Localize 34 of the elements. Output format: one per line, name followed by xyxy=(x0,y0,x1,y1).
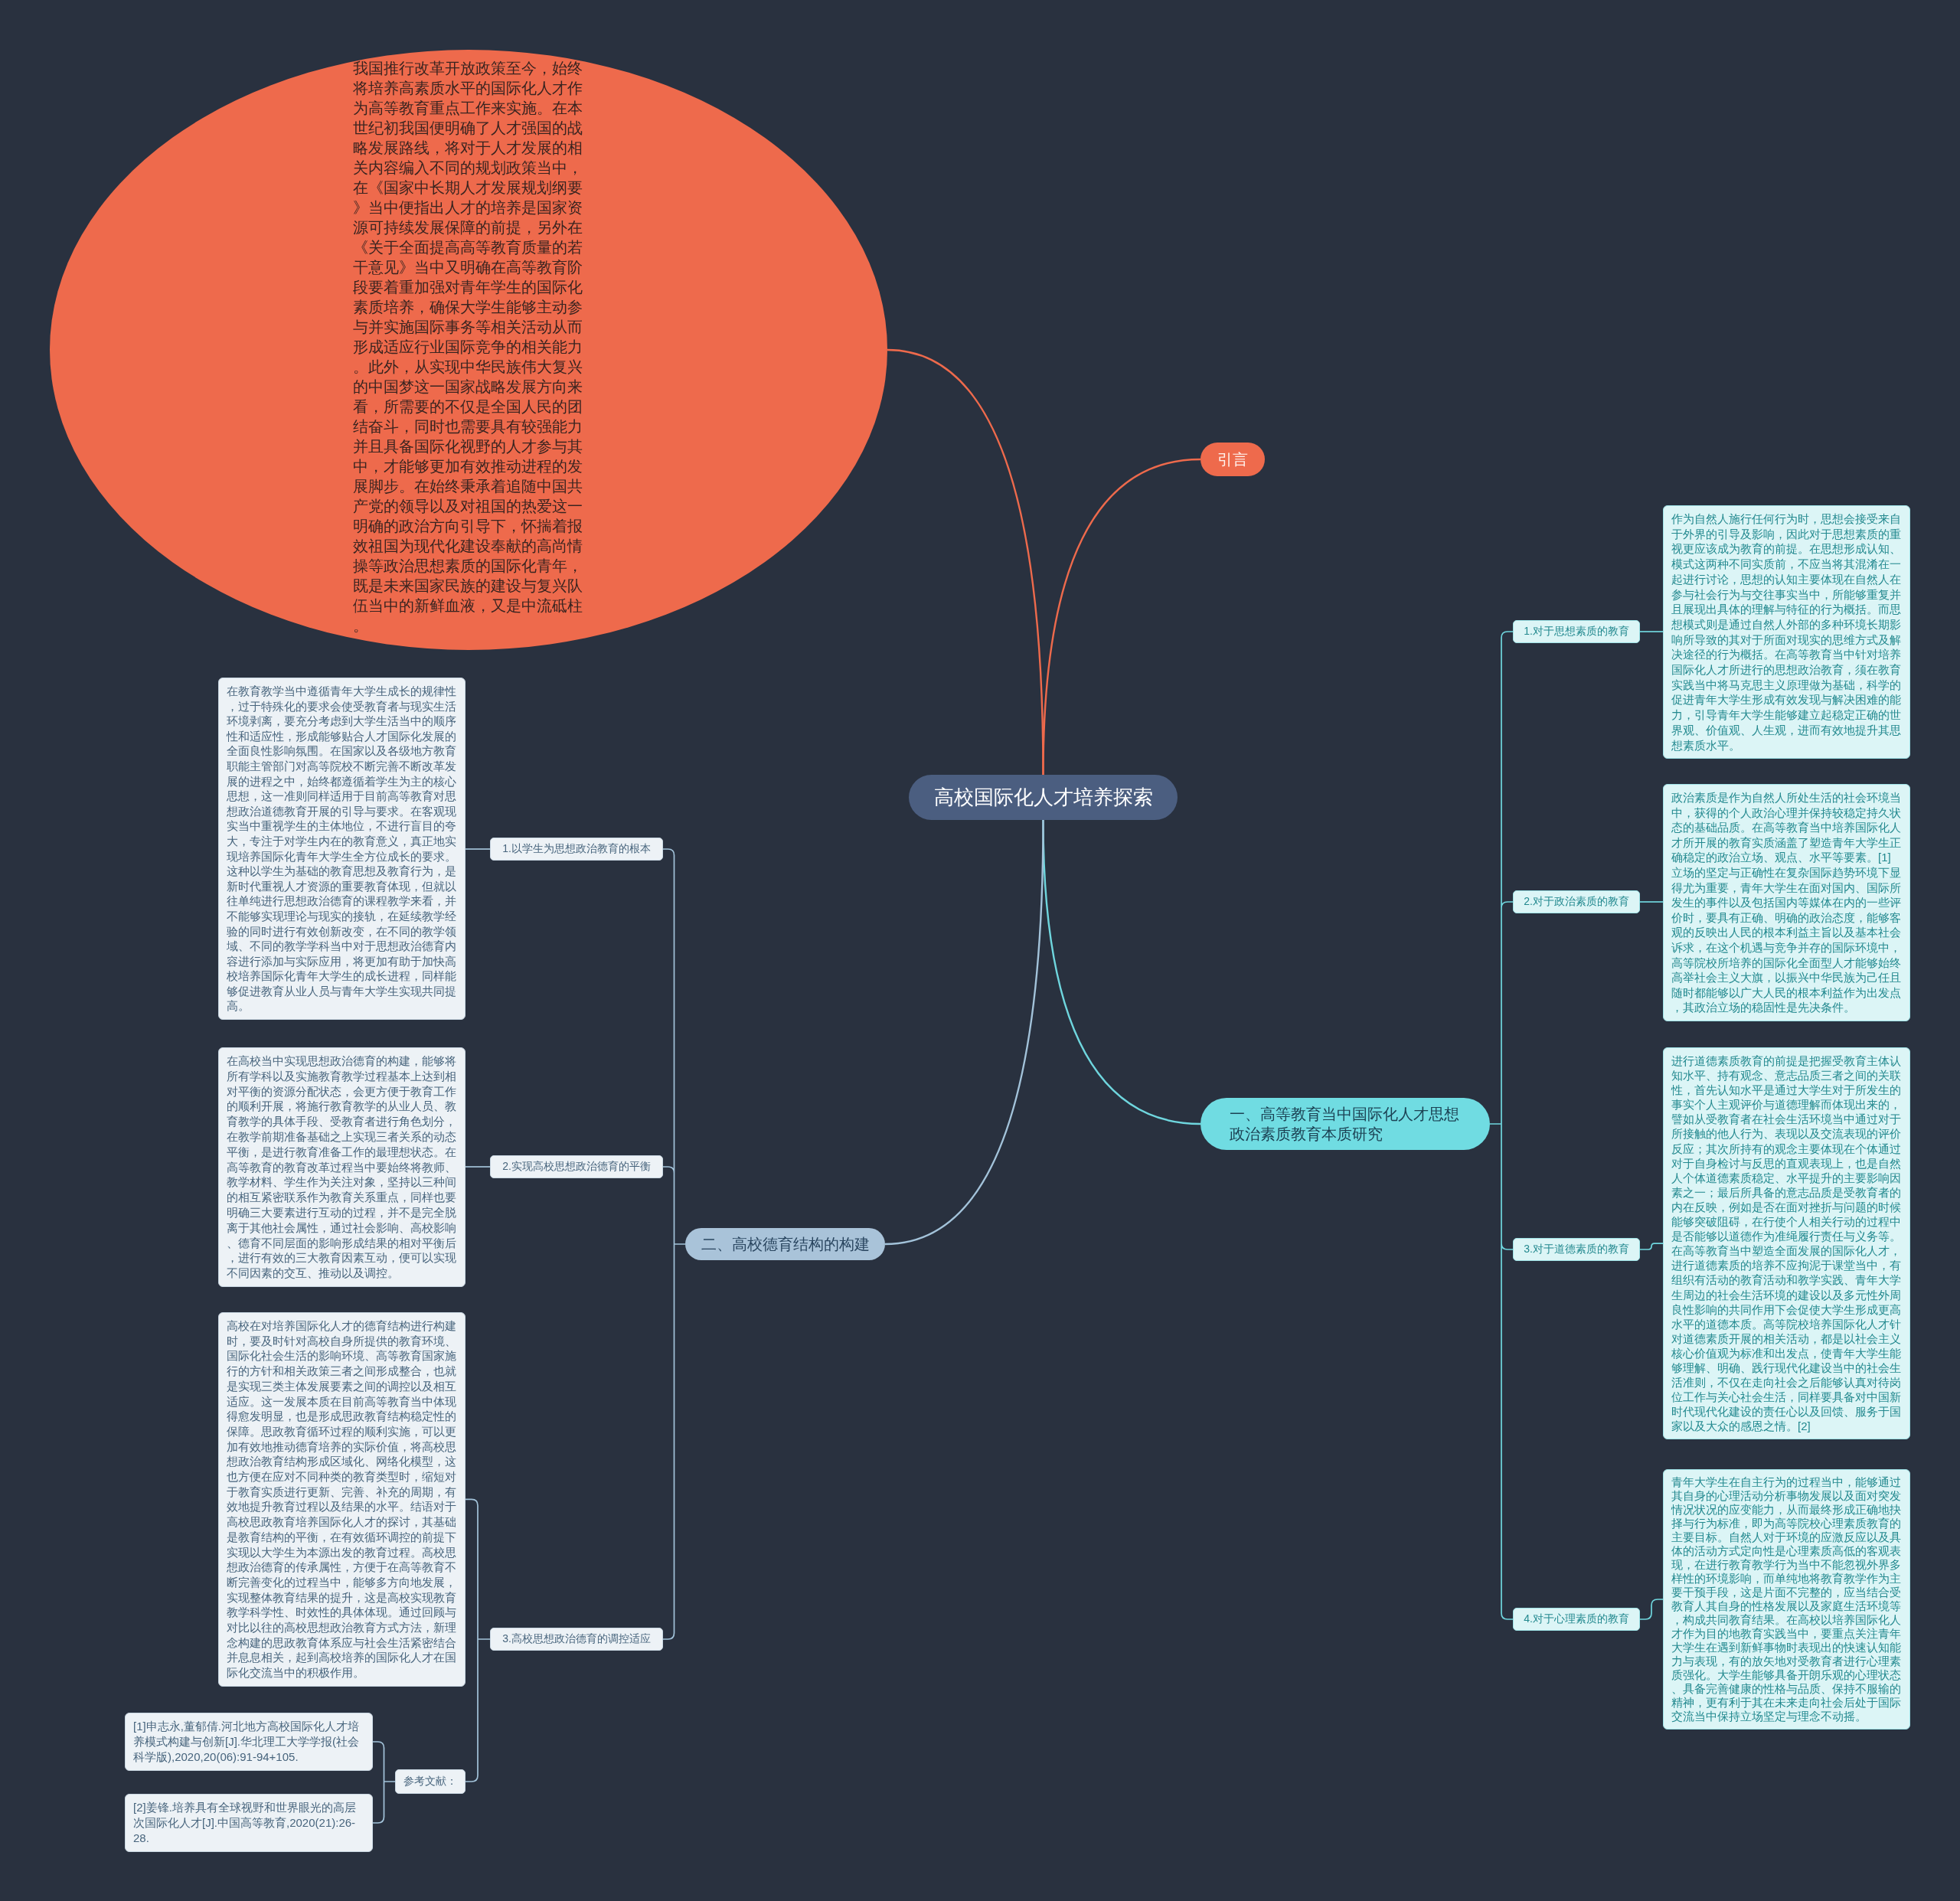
connector-line xyxy=(1639,1243,1664,1250)
subtopic-label: 2.实现高校思想政治德育的平衡 xyxy=(490,1155,663,1178)
connector-line xyxy=(372,1741,396,1824)
text-card: 高校在对培养国际化人才的德育结构进行构建时，要及时针对高校自身所提供的教育环境、国际化社会生活的影响环境、高等教育国家施行的方针和相关政策三者之间形成整合，也就是实现三类主体发展要素之间的调控以及相互适应。这一发展本质在目前高等教育当中体现得愈发明显，也是形成思政教育结构稳定性的保障。思政教育循环过程的顺利实施，可以更加有效地推动德育培养的实际价值，将高校思想政治教育结构形成区域化、网络化模型，这也方便在应对不同种类的教育类型时，缩短对于教育实质进行更新、完善、补充的周期，有效地提升教育过程以及结果的水平。结语对于高校思政教育培养国际化人才的探讨，其基础是教育结构的平衡，在有效循环调控的前提下实现以大学生为本源出发的教育过程。高校思想政治德育的传承属性，方便于在高等教育不断完善变化的过程当中，能够多方向地发展，实现整体教育结果的提升，这是高校实现教育教学科学性、时效性的具体体现。通过回顾与对比以往的高校思想政治教育方式方法，新理念构建的思政教育体系应与社会生活紧密结合并息息相关，起到高校培养的国际化人才在国际化交流当中的积极作用。 xyxy=(218,1312,466,1687)
branch-topic: 二、高校德育结构的构建 xyxy=(685,1228,885,1260)
reference-card: [1]申志永,董郁倩.河北地方高校国际化人才培养模式构建与创新[J].华北理工大学学报(社会科学版),2020,20(06):91-94+105. xyxy=(125,1713,373,1771)
branch-topic: 一、高等教育当中国际化人才思想政治素质教育本质研究 xyxy=(1200,1098,1490,1150)
text-card: 作为自然人施行任何行为时，思想会接受来自于外界的引导及影响，因此对于思想素质的重视更应该成为教育的前提。在思想形成认知、模式这两种不同实质前，不应当将其混淆在一起进行讨论，思想的认知主要体现在自然人在参与社会行为与交往事实当中，所能够重复并且展现出具体的理解与特征的行为概括。而思想模式则是通过自然人外部的多种环境长期影响所导致的其对于所面对现实的思维方式及解决途径的行为概括。在高等教育当中针对培养国际化人才所进行的思想政治教育，须在教育实践当中将马克思主义原理做为基础，科学的促进青年大学生形成有效发现与解决困难的能力，引导青年大学生能够建立起稳定正确的世界观、价值观、人生观，进而有效地提升其思想素质水平。 xyxy=(1663,505,1910,759)
connector-line xyxy=(887,348,1044,775)
subtopic-label: 1.对于思想素质的教育 xyxy=(1513,620,1640,643)
connector-line xyxy=(465,848,491,850)
central-topic: 高校国际化人才培养探索 xyxy=(909,775,1178,820)
connector-line xyxy=(884,820,1044,1246)
connector-line xyxy=(465,1498,491,1782)
subtopic-label: 2.对于政治素质的教育 xyxy=(1513,890,1640,913)
subtopic-label: 1.以学生为思想政治教育的根本 xyxy=(490,838,663,861)
text-card: 政治素质是作为自然人所处生活的社会环境当中，获得的个人政治心理并保持较稳定持久状态的基础品质。在高等教育当中培养国际化人才所开展的教育实质涵盖了塑造青年大学生正确稳定的政治立场、观点、水平等要素。[1]立场的坚定与正确性在复杂国际趋势环境下显得尤为重要，青年大学生在面对国内、国际所发生的事件以及包括国内等媒体在内的一些评价时，要具有正确、明确的政治态度，能够客观的反映出人民的根本利益主旨以及基本社会诉求，在这个机遇与竞争并存的国际环境中，高等院校所培养的国际化全面型人才能够始终高举社会主义大旗，以振兴中华民族为己任且随时都能够以广大人民的根本利益作为出发点，其政治立场的稳固性是先决条件。 xyxy=(1663,784,1910,1021)
reference-card: [2]姜锋.培养具有全球视野和世界眼光的高层次国际化人才[J].中国高等教育,2020(21):26-28. xyxy=(125,1794,373,1852)
subtopic-label: 参考文献： xyxy=(395,1769,466,1794)
connector-line xyxy=(662,848,686,1640)
connector-line xyxy=(1639,631,1664,632)
text-card: 青年大学生在自主行为的过程当中，能够通过其自身的心理活动分析事物发展以及面对突发情况状况的应变能力，从而最终形成正确地抉择与行为标准，即为高等院校心理素质教育的主要目标。自然人对于环境的应激反应以及具体的活动方式定向性是心理素质高低的客观表现，在进行教育教学行为当中不能忽视外界多样性的环境影响，而单纯地将教育教学作为主要干预手段，这是片面不完整的，应当结合受教育人其自身的性格发展以及家庭生活环境等，构成共同教育结果。在高校以培养国际化人才作为目的地教育实践当中，要重点关注青年大学生在遇到新鲜事物时表现出的快速认知能力与表现，有的放矢地对受教育者进行心理素质强化。大学生能够具备开朗乐观的心理状态、具备完善健康的性格与品质、保持不服输的精神，更有利于其在未来走向社会后处于国际交流当中保持立场坚定与理念不动摇。 xyxy=(1663,1469,1910,1730)
text-card: 进行道德素质教育的前提是把握受教育主体认知水平、持有观念、意志品质三者之间的关联性，首先认知水平是通过大学生对于所发生的事实个人主观评价与道德理解而体现出来的，譬如从受教育者在社会生活环境当中通过对于所接触的他人行为、表现以及交流表现的评价反应；其次所持有的观念主要体现在个体通过对于自身检讨与反思的直观表现上，也是自然人个体道德素质稳定、水平提升的主要影响因素之一；最后所具备的意志品质是受教育者的内在反映，例如是否在面对挫折与问题的时候能够突破阻碍，在行使个人相关行动的过程中是否能够以道德作为准绳履行责任与义务等。在高等教育当中塑造全面发展的国际化人才，进行道德素质的培养不应拘泥于课堂当中，有组织有活动的教育活动和教学实践、青年大学生周边的社会生活环境的建设以及多元性外周良性影响的共同作用下会促使大学生形成更高水平的道德本质。高等院校培养国际化人才针对道德素质开展的相关活动，都是以社会主义核心价值观为标准和出发点，使青年大学生能够理解、明确、践行现代化建设当中的社会生活准则，不仅在走向社会之后能够认真对待岗位工作与关心社会生活，同样要具备对中国新时代现代化建设的责任心以及回馈、服务于国家以及大众的感恩之情。[2] xyxy=(1663,1047,1910,1440)
branch-topic: 引言 xyxy=(1200,443,1265,476)
connector-line xyxy=(1489,631,1514,1620)
subtopic-label: 3.对于道德素质的教育 xyxy=(1513,1238,1640,1261)
connector-line xyxy=(465,1166,491,1168)
text-card: 在高校当中实现思想政治德育的构建，能够将所有学科以及实施教育教学过程基本上达到相对平衡的资源分配状态，会更方便于教育工作的顺利开展，将施行教育教学的从业人员、教育教学的具体手段、受教育者进行角色划分，在教学前期准备基础之上实现三者关系的动态平衡，是进行教育准备工作的最理想状态。在高等教育的教育改革过程当中要始终将教师、教学材料、学生作为关注对象，坚持以三种间的相互紧密联系作为教育关系重点，同样也要明确三大要素进行互动的过程，并不是完全脱离于其他社会属性，通过社会影响、高校影响、德育不同层面的影响形成结果的相对平衡后，进行有效的三大教育因素互动，便可以实现不同因素的交互、推动以及调控。 xyxy=(218,1047,466,1287)
text-ellipse: 我国推行改革开放政策至今，始终将培养高素质水平的国际化人才作为高等教育重点工作来实施。在本世纪初我国便明确了人才强国的战略发展路线，将对于人才发展的相关内容编入不同的规划政策当中，在《国家中长期人才发展规划纲要》当中便指出人才的培养是国家资源可持续发展保障的前提，另外在《关于全面提高高等教育质量的若干意见》当中又明确在高等教育阶段要着重加强对青年学生的国际化素质培养，确保大学生能够主动参与并实施国际事务等相关活动从而形成适应行业国际竞争的相关能力。此外，从实现中华民族伟大复兴的中国梦这一国家战略发展方向来看，所需要的不仅是全国人民的团结奋斗，同时也需要具有较强能力并且具备国际化视野的人才参与其中，才能够更加有效推动进程的发展脚步。在始终秉承着追随中国共产党的领导以及对祖国的热爱这一明确的政治方向引导下，怀揣着报效祖国为现代化建设奉献的高尚情操等政治思想素质的国际化青年，既是未来国家民族的建设与复兴队伍当中的新鲜血液，又是中流砥柱。 xyxy=(50,50,887,650)
subtopic-label: 3.高校思想政治德育的调控适应 xyxy=(490,1628,663,1651)
connector-line xyxy=(1639,901,1664,903)
text-card: 在教育教学当中遵循青年大学生成长的规律性，过于特殊化的要求会使受教育者与现实生活环境剥离，要充分考虑到大学生活当中的顺序性和适应性，形成能够贴合人才国际化发展的全面良性影响氛围。在国家以及各级地方教育职能主管部门对高等院校不断完善不断改革发展的进程之中，始终都遵循着学生为主的核心思想，这一准则同样适用于目前高等教育对思想政治道德教育开展的引导与要求。在客观现实当中重视学生的主体地位，不进行盲目的夸大，专注于对学生内在的教育意义，真正地实现培养国际化青年大学生全方位成长的要求。这种以学生为基础的教育思想及教育行为，是新时代重视人才资源的重要教育体现，但就以往单纯进行思想政治德育的课程教学来看，并不能够实现理论与现实的接轨，在延续教学经验的同时进行有效创新改变，在不同的教学领域、不同的教学学科当中对于思想政治德育内容进行添加与实际应用，将更加有助于加快高校培养国际化青年大学生的成长进程，同样能够促进教育从业人员与青年大学生实现共同提高。 xyxy=(218,678,466,1021)
connector-line xyxy=(1639,1599,1664,1620)
subtopic-label: 4.对于心理素质的教育 xyxy=(1513,1608,1640,1631)
